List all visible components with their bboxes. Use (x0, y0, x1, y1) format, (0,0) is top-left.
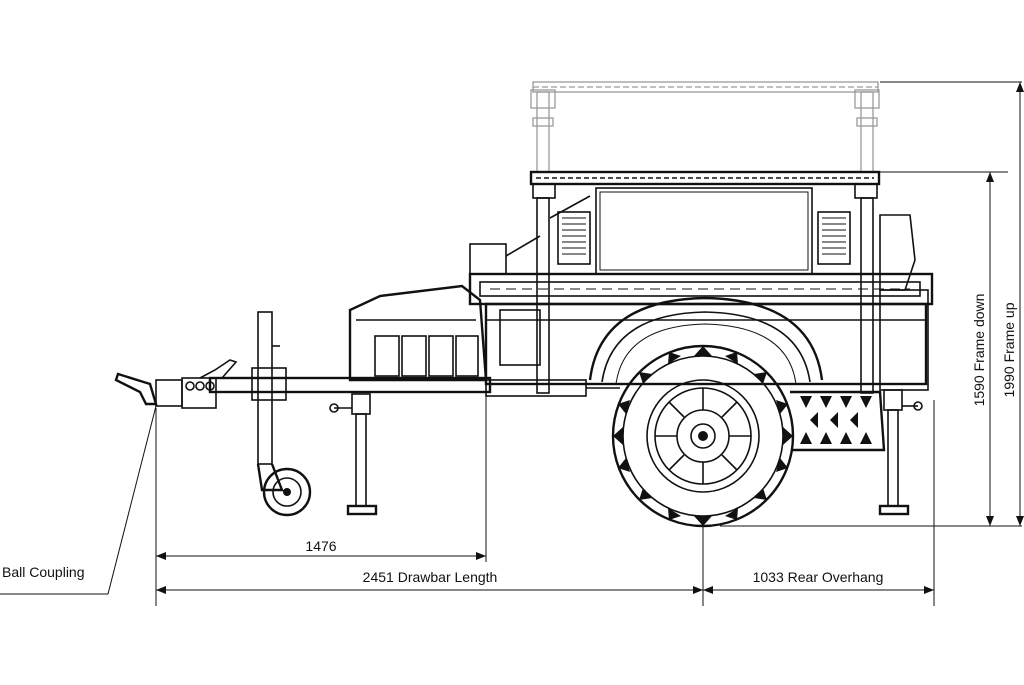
front-stabiliser-leg (329, 393, 378, 516)
drawbar (208, 376, 620, 397)
storage-box (595, 187, 813, 275)
frame-up-label: 1990 Frame up (1001, 302, 1017, 397)
ball-coupling-callout: Ball Coupling (0, 405, 157, 595)
rear-overhang-label: 1033 Rear Overhang (753, 569, 884, 585)
dimension-frame-down: 1590 Frame down (971, 172, 994, 526)
front-toolbox (348, 235, 541, 382)
jockey-wheel (251, 311, 312, 517)
dim-1476-label: 1476 (305, 538, 336, 554)
dimension-1476: 1476 (156, 538, 486, 560)
frame-down-label: 1590 Frame down (971, 294, 987, 407)
ball-coupling-assembly (114, 359, 238, 409)
wheel (611, 344, 795, 528)
gas-struts (549, 195, 851, 265)
drawbar-length-label: 2451 Drawbar Length (363, 569, 498, 585)
dimension-frame-up: 1990 Frame up (1001, 82, 1024, 526)
dimension-extension-lines (155, 81, 1022, 606)
dimension-rear-overhang: 1033 Rear Overhang (703, 569, 934, 594)
dimension-drawbar-length: 2451 Drawbar Length (156, 569, 703, 594)
spare-wheel (790, 390, 886, 452)
ball-coupling-label: Ball Coupling (2, 564, 85, 580)
wheel-arch (588, 296, 824, 385)
roof-frame-raised (530, 81, 880, 173)
rear-stabiliser-leg (878, 389, 923, 516)
trailer-tub (468, 214, 934, 391)
